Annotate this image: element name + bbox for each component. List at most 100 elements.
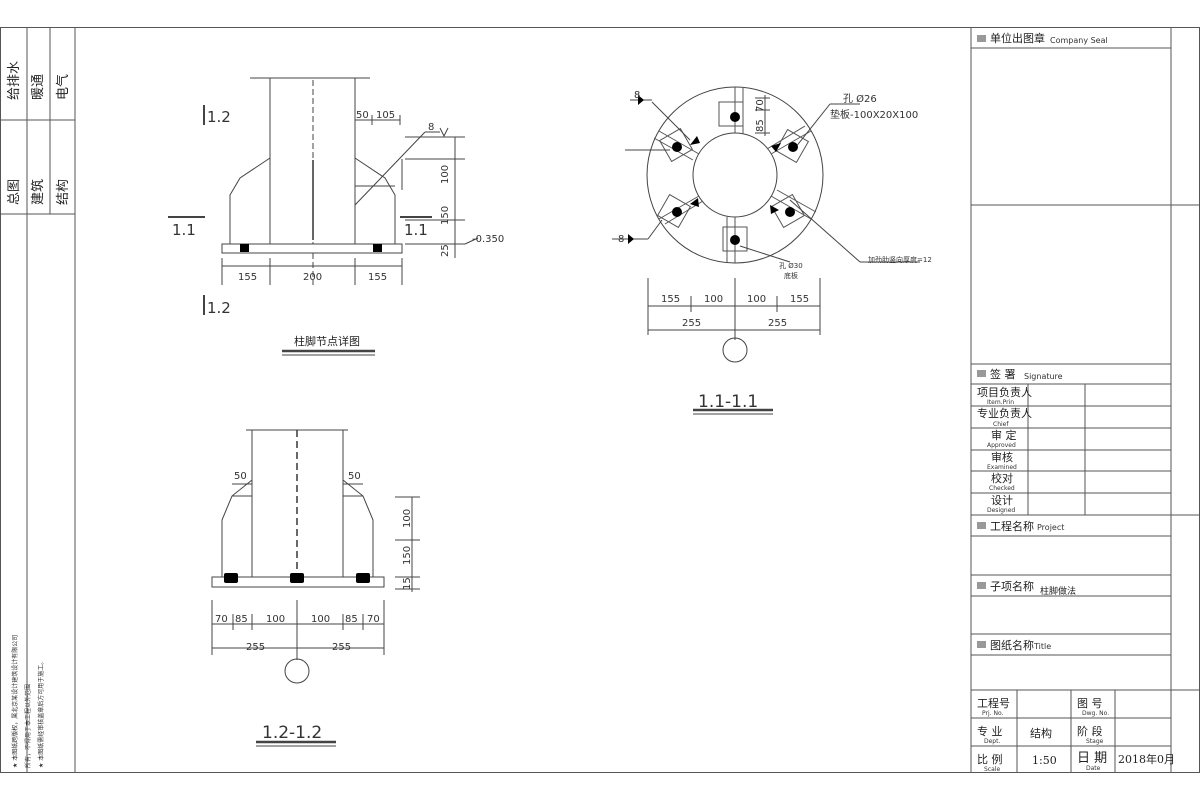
discipline-hvac: 暖通 [31, 74, 46, 100]
project-label: 工程名称 [990, 519, 1034, 533]
plan-dim-bottom-2: 100 [704, 294, 723, 305]
plan-dim-bottom-3: 100 [747, 294, 766, 305]
detail-weld-8: 8 [428, 122, 434, 133]
plan-weld-symbols [628, 95, 781, 244]
plan-dim-70: 70 [755, 99, 766, 112]
stage-en: Stage [1086, 738, 1104, 745]
dwg-no-en: Dwg. No. [1082, 710, 1109, 717]
plan-dim-total-2: 255 [768, 318, 787, 329]
plan-weld-left: 8 [618, 234, 624, 245]
section-dim-bottom-5: 85 [345, 614, 358, 625]
note-line-2: 所有，不得用于本工程以外范围 [24, 684, 32, 768]
plan-plate-label: 垫板-100X20X100 [830, 108, 918, 121]
company-seal-en: Company Seal [1050, 36, 1108, 45]
signature-en: Signature [1024, 372, 1063, 381]
section-dim-bottom-4: 100 [311, 614, 330, 625]
detail-dim-150: 150 [440, 206, 451, 225]
sign-row-5: 校对 [991, 471, 1013, 485]
plan-anchor-sublabel: 底板 [784, 271, 798, 280]
detail-bottom-dim-3: 155 [368, 272, 387, 283]
plan-stiffener-label: 加劲肋竖向厚度=12 [868, 255, 932, 264]
section-dim-bottom-2: 85 [235, 614, 248, 625]
plan-bolts [672, 112, 798, 245]
note-line-1: ★ 本图纸跨版权，属北京某设计建筑设计有限公司 [11, 635, 19, 768]
left-strip: 给排水 暖通 电气 总图 建筑 结构 ★ 本图纸跨版权，属北京某设计建筑设计有限… [0, 27, 75, 773]
signature-label: 签 署 [990, 367, 1016, 381]
section-dim-bottom-1: 70 [215, 614, 228, 625]
plan-dim-bottom-4: 155 [790, 294, 809, 305]
dept-value: 结构 [1030, 726, 1052, 740]
detail-section-mark-left: 1.1 [172, 221, 196, 239]
proj-no-en: Prj. No. [982, 710, 1004, 717]
drawing-name-en: Title [1033, 642, 1051, 651]
section-title: 1.2-1.2 [262, 723, 322, 743]
section-dim-total-2: 255 [332, 642, 351, 653]
project-en: Project [1037, 523, 1064, 532]
detail-elevation: -0.350 [472, 234, 504, 245]
detail-section-mark-right: 1.1 [404, 221, 428, 239]
discipline-structure: 结构 [56, 179, 71, 205]
sign-row-4-en: Examined [987, 464, 1017, 471]
detail-dim-100: 100 [440, 165, 451, 184]
detail-bottom-dim-2: 200 [303, 272, 322, 283]
scale-value: 1:50 [1032, 754, 1057, 767]
detail-section-mark-top: 1.2 [207, 108, 231, 126]
section-dim-150: 150 [402, 546, 413, 565]
scale-en: Scale [984, 766, 1000, 773]
sheet-frame [0, 27, 1200, 773]
proj-no-label: 工程号 [977, 697, 1010, 710]
column-base-detail [168, 77, 479, 356]
section-dim-right-50: 50 [348, 471, 361, 482]
plan-anchor-label: 孔 Ø30 [779, 262, 803, 270]
stage-label: 阶 段 [1077, 724, 1103, 738]
dept-label: 专 业 [977, 724, 1003, 738]
date-value: 2018年0月 [1118, 752, 1175, 766]
date-label: 日 期 [1077, 751, 1107, 766]
plan-dim-total-1: 255 [682, 318, 701, 329]
plan-weld-top: 8 [634, 90, 640, 101]
sign-row-2: 专业负责人 [977, 406, 1032, 420]
drawing-name-label: 图纸名称 [990, 638, 1034, 652]
plan-dim-bottom-1: 155 [661, 294, 680, 305]
section-dim-left-50: 50 [234, 471, 247, 482]
detail-caption: 柱脚节点详图 [294, 334, 360, 348]
dept-en: Dept. [984, 738, 1000, 745]
sign-row-3: 审 定 [991, 428, 1017, 442]
plan-title: 1.1-1.1 [698, 392, 758, 412]
company-seal-label: 单位出图章 [990, 31, 1045, 45]
sign-row-1-en: Item.Prin [987, 399, 1014, 406]
section-dim-15: 15 [402, 577, 413, 590]
discipline-site: 总图 [7, 179, 22, 205]
sign-row-6-en: Designed [987, 507, 1015, 514]
sign-row-3-en: Approved [987, 442, 1016, 449]
subitem-value: 柱脚做法 [1040, 585, 1076, 597]
plan-dim-85: 85 [755, 119, 766, 132]
dwg-no-label: 图 号 [1077, 697, 1103, 710]
section-dim-bottom-6: 70 [367, 614, 380, 625]
detail-dim-105: 105 [376, 110, 395, 121]
title-block [971, 27, 1200, 773]
date-en: Date [1086, 765, 1101, 772]
detail-dim-50: 50 [356, 110, 369, 121]
sign-row-4: 审核 [991, 450, 1013, 464]
discipline-plumbing: 给排水 [7, 61, 22, 100]
subitem-label: 子项名称 [990, 579, 1034, 593]
sign-row-2-en: Chief [993, 421, 1009, 428]
plan-section-1-1 [612, 86, 920, 415]
detail-bottom-dim-1: 155 [238, 272, 257, 283]
detail-section-mark-bottom: 1.2 [207, 299, 231, 317]
note-line-3: ★ 本图纸需经审核盖章后方可用于施工。 [37, 659, 45, 768]
plan-hole-label: 孔 Ø26 [843, 93, 877, 105]
section-1-2-bolts [224, 573, 370, 583]
section-dim-total-1: 255 [246, 642, 265, 653]
sign-row-6: 设计 [991, 494, 1013, 507]
title-block-markers [977, 35, 986, 648]
discipline-electrical: 电气 [55, 74, 71, 100]
sign-row-1: 项目负责人 [977, 385, 1032, 399]
detail-dim-25: 25 [440, 244, 451, 257]
section-dim-bottom-3: 100 [266, 614, 285, 625]
scale-label: 比 例 [977, 752, 1003, 766]
section-dim-100: 100 [402, 509, 413, 528]
sign-row-5-en: Checked [989, 485, 1015, 492]
